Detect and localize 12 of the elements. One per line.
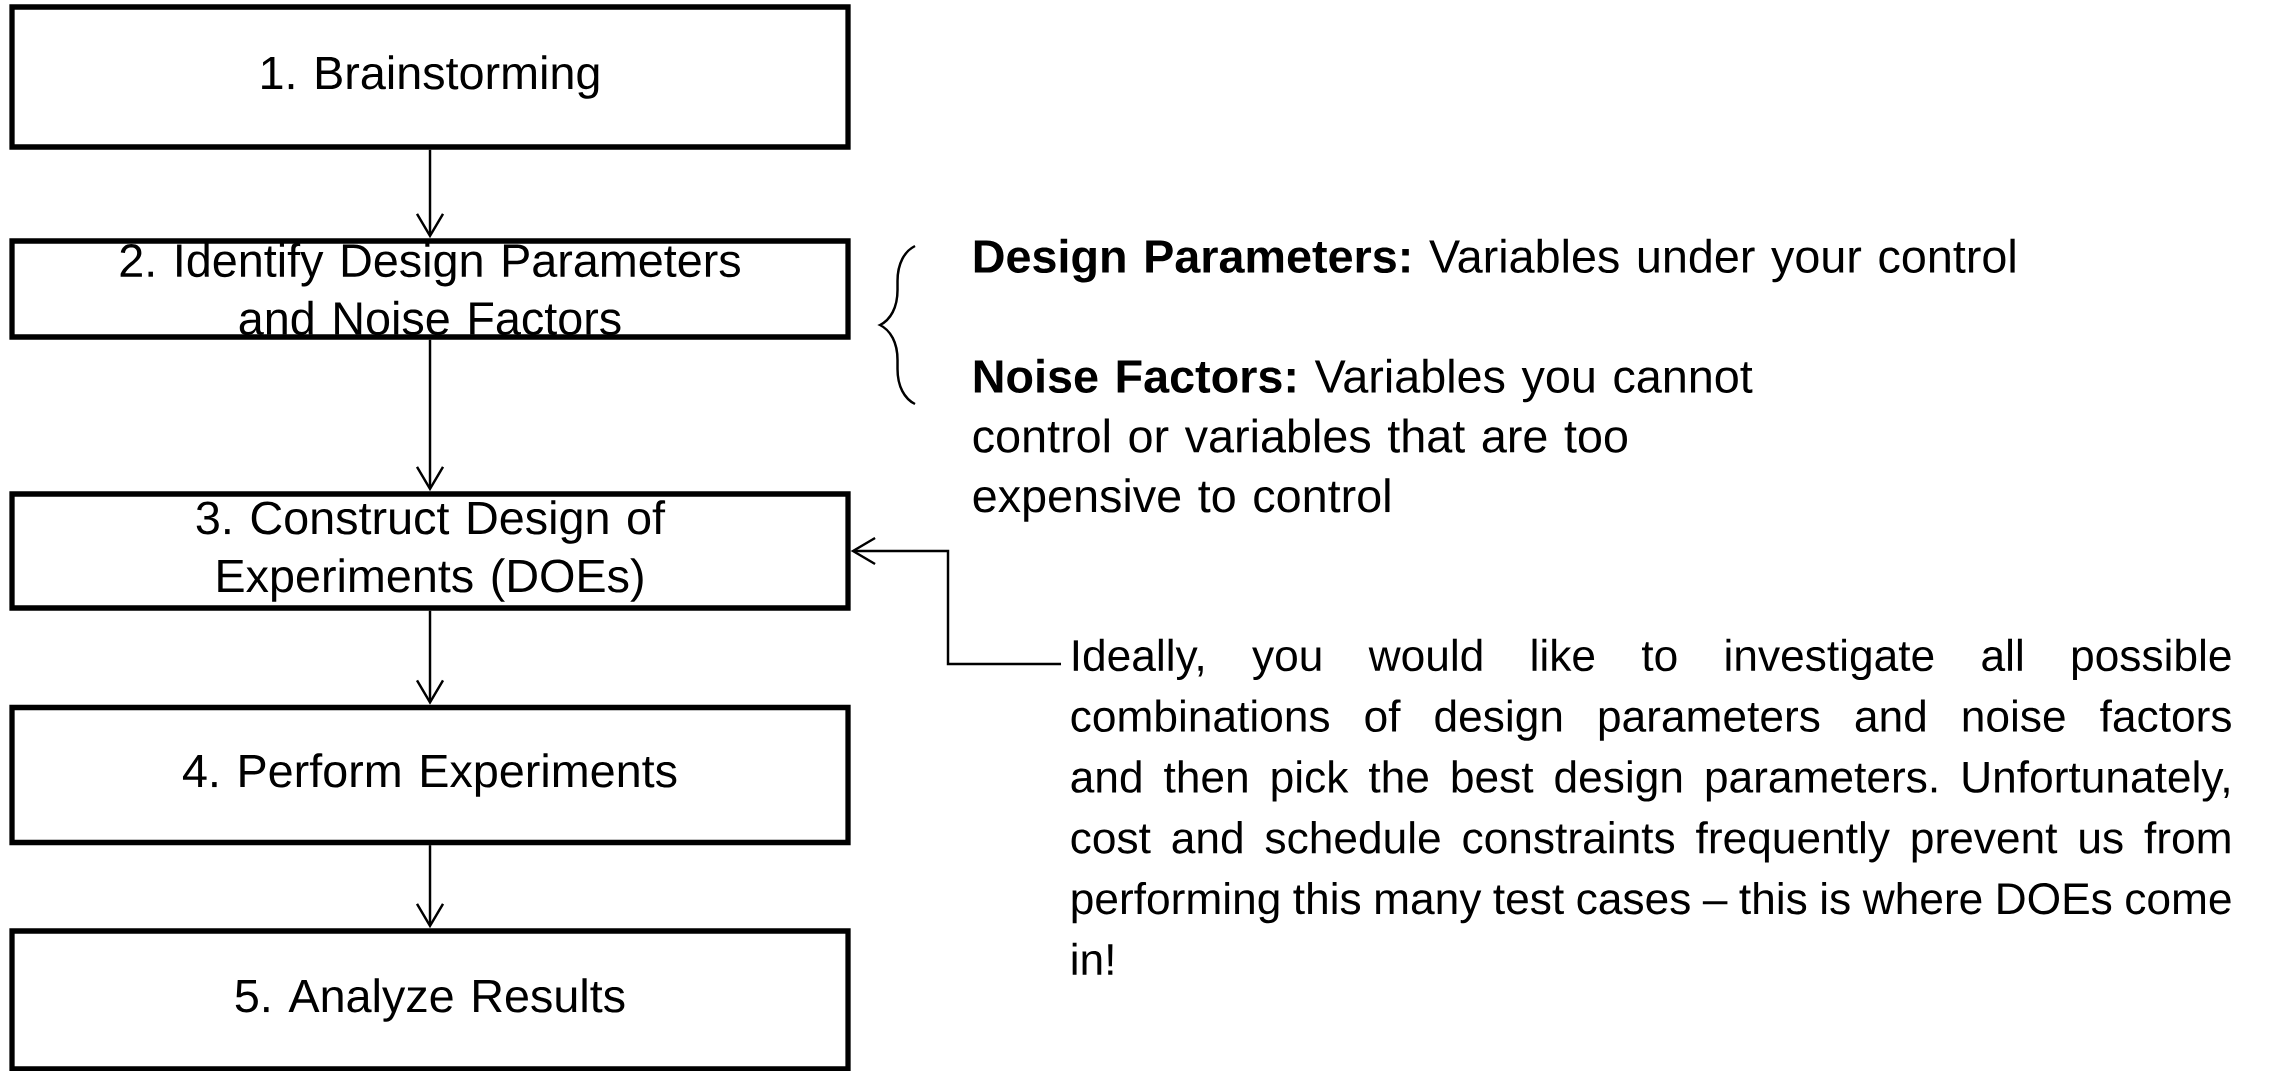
arrow	[415, 610, 445, 705]
process-box: 3. Construct Design of Experiments (DOEs)	[9, 491, 851, 611]
process-box: 1. Brainstorming	[9, 4, 851, 150]
arrow	[415, 339, 445, 492]
definition-text: Noise Factors: Variables you cannot control or variables that are too expensive to control	[973, 358, 1753, 522]
arrow	[415, 149, 445, 239]
definition-text: Design Parameters: Variables under your control	[974, 238, 2015, 283]
note-text: Ideally, you would like to investigate all possible combinations of design parameters and noise factors and then pick the best design parameters. Unfortunately, cost and schedule constraints frequently prevent us from performing this many test cases – this is where DOEs come in!	[1071, 638, 2231, 975]
process-box: 2. Identify Design Parameters and Noise Factors	[9, 238, 851, 340]
arrow	[415, 845, 445, 929]
process-box: 4. Perform Experiments	[9, 704, 851, 846]
process-box: 5. Analyze Results	[9, 928, 851, 1071]
